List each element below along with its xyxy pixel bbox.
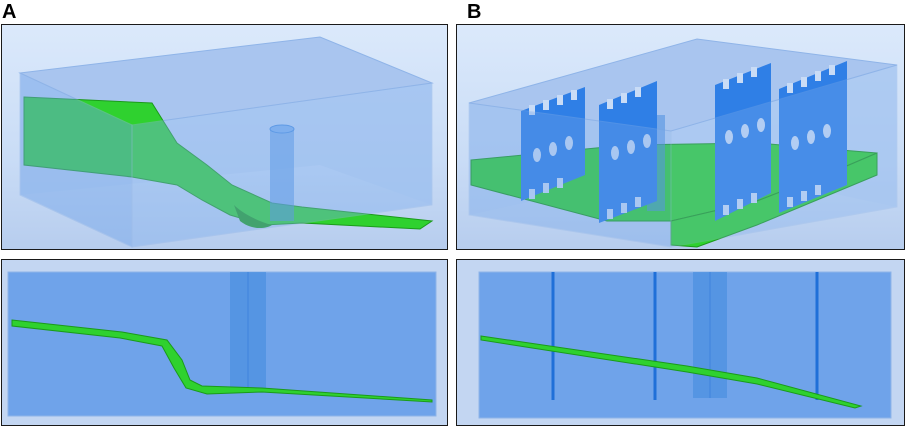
baffle-2 <box>599 81 657 223</box>
tank-a-side-svg <box>7 271 437 417</box>
panel-a-side-view <box>1 259 448 426</box>
tank-side-face <box>670 64 898 248</box>
panel-label-b: B <box>467 1 482 23</box>
panel-a-perspective-view <box>1 24 448 250</box>
pipe <box>270 129 294 221</box>
panel-b-side-view <box>456 259 905 426</box>
water-surface-line <box>480 335 863 409</box>
tank-a-3d-svg <box>18 36 434 248</box>
pipe-top <box>269 124 295 134</box>
baffle-1 <box>521 87 585 201</box>
tank-front-face <box>468 102 672 248</box>
tank-side <box>478 271 892 419</box>
panel-label-a: A <box>2 1 17 23</box>
tank-side-face <box>131 82 433 248</box>
tank-b-3d-svg <box>468 38 898 248</box>
tank-side <box>7 271 437 417</box>
water-surface <box>23 96 434 230</box>
tank-b-side-svg <box>478 271 892 419</box>
water-surface-line <box>11 319 433 403</box>
baffle-4 <box>779 61 847 213</box>
baffle-3 <box>715 63 771 221</box>
tank-front-face <box>19 72 133 248</box>
panel-b-perspective-view <box>456 24 905 250</box>
water-dip <box>234 205 272 229</box>
